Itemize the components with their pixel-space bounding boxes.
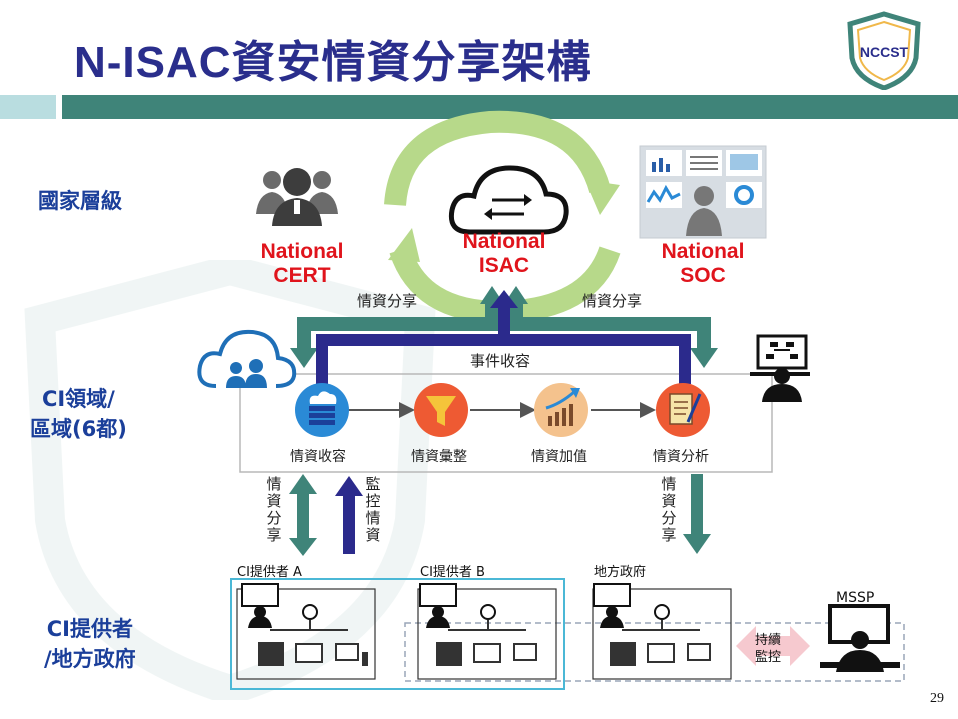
provider-a-label: CI提供者 A [237,565,302,580]
provider-b-label: CI提供者 B [420,565,485,580]
page-number: 29 [930,691,944,706]
nccst-logo: NCCST [844,10,924,91]
level-ci: CI領域/ 區域(6都) [30,387,127,441]
local-gov-label: 地方政府 [594,565,647,580]
process-frame [239,373,773,473]
network-local-gov [592,583,732,680]
monitoring-scope-box [404,622,905,682]
funnel-icon [414,383,468,437]
step-label-aggregate: 情資彙整 [411,449,467,465]
provider-a-highlight [230,578,565,690]
mssp-operator-icon [820,604,900,672]
vertical-label-monitor: 監控情資 [365,475,381,544]
network-provider-b [417,583,557,680]
cloud-sync-icon [448,165,569,235]
dashboard-icon [639,145,767,239]
vertical-label-share-a: 情資分享 [266,475,282,544]
level-provider: CI提供者 /地方政府 [44,617,136,671]
event-collection-label: 事件收容 [468,350,533,371]
continuous-monitoring-arrow [736,626,810,666]
page-title: N-ISAC資安情資分享架構 [74,38,592,87]
level-national: 國家層級 [38,189,122,213]
operator-icon [750,334,810,402]
header-bar-light [0,95,56,119]
step-label-enrich: 情資加值 [531,449,587,465]
share-arrow-a [289,474,317,556]
share-label-right: 情資分享 [582,292,643,310]
document-analysis-icon [656,383,710,437]
vertical-label-share-gov: 情資分享 [661,475,677,544]
step-label-analyze: 情資分析 [653,449,709,465]
national-soc-label: National SOC [661,240,745,287]
logo-text: NCCST [860,44,909,60]
people-group-icon [256,168,338,226]
step-label-collect: 情資收容 [290,449,346,465]
network-provider-a [236,583,376,680]
continuous-monitoring-label: 持續 監控 [755,633,782,665]
national-isac-label: National ISAC [462,230,546,277]
share-label-left: 情資分享 [357,292,418,310]
server-icon [295,383,349,437]
share-arrow-gov [683,474,711,554]
navy-event-arrows [316,290,691,384]
mssp-label: MSSP [836,590,875,606]
monitor-arrow [335,476,363,554]
growth-chart-icon [534,383,588,437]
national-cert-label: National CERT [260,240,344,287]
cloud-users-icon [197,329,297,388]
